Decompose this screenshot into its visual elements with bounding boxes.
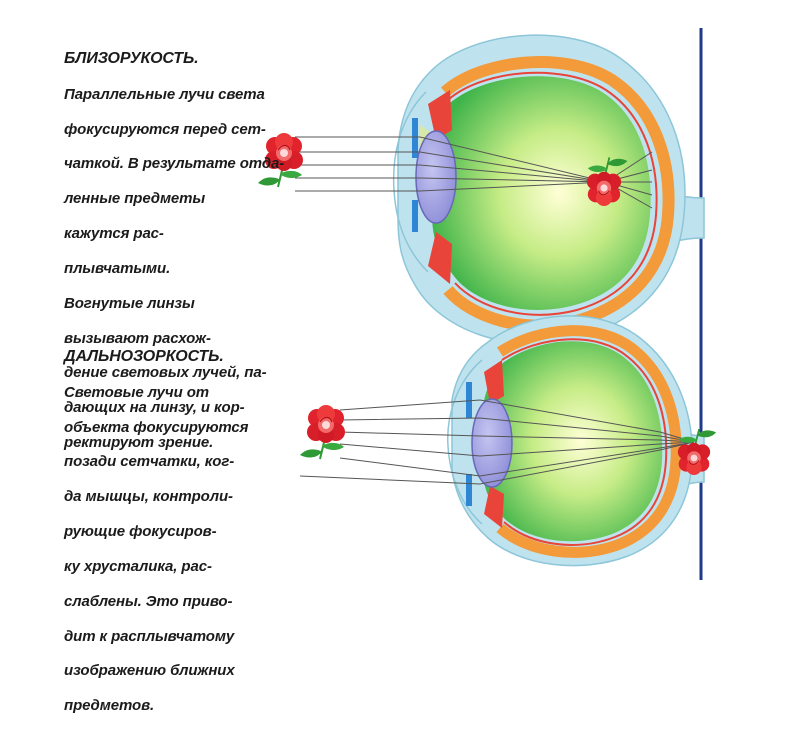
myopia-line: фокусируются перед сет- (64, 120, 266, 138)
eye-diagrams (257, 28, 717, 580)
lens (471, 398, 513, 488)
iris-bottom (466, 474, 472, 506)
hyperopia-line: изображению ближних (64, 662, 235, 680)
hyperopia-line: Световые лучи от (64, 383, 209, 401)
iris-bottom (412, 200, 418, 232)
ciliary-body-bottom (428, 232, 452, 284)
hyperopia-line: дит к расплывчатому (64, 627, 235, 645)
hyperopia-line: рующие фокусиров- (64, 523, 217, 541)
iris-top (466, 382, 472, 418)
ciliary-body-top (484, 360, 504, 404)
myopia-line: плывчатыми. (64, 259, 171, 277)
retina (501, 338, 668, 546)
light-rays-hyperopia (299, 399, 695, 485)
myopia-line: ленные предметы (64, 190, 206, 208)
hyperopia-line: да мышцы, контроли- (64, 488, 233, 506)
myopia-line: Вогнутые линзы (64, 294, 195, 312)
ciliary-body-top (428, 90, 452, 140)
hyperopia-line: позади сетчатки, ког- (64, 453, 235, 471)
myopia-line: вызывают расхож- (64, 329, 211, 347)
myopia-line: дение световых лучей, па- (64, 364, 267, 382)
hyperopia-line: ку хрусталика, рас- (64, 557, 212, 575)
vitreous-body (432, 76, 651, 310)
lens (415, 130, 457, 224)
myopia-description: БЛИЗОРУКОСТЬ. Параллельные лучи света фо… (64, 33, 326, 469)
retina (447, 71, 658, 316)
myopia-line: ректируют зрение. (64, 433, 214, 451)
light-rays-myopia (295, 136, 653, 209)
myopia-line: Параллельные лучи света (64, 85, 265, 103)
vitreous-body (482, 341, 663, 542)
hyperopia-description: ДАЛЬНОЗОРКОСТЬ. Световые лучи от объекта… (64, 331, 326, 732)
hyperopia-line: слаблены. Это приво- (64, 592, 233, 610)
myopia-line: чаткой. В результате отда- (64, 155, 285, 173)
hyperopia-heading: ДАЛЬНОЗОРКОСТЬ. (64, 348, 224, 366)
hyperopia-line: предметов. (64, 697, 155, 715)
myopia-line: кажутся рас- (64, 225, 164, 243)
choroid (496, 325, 682, 558)
iris-top (412, 118, 418, 158)
hyperopia-line: объекта фокусируются (64, 418, 249, 436)
myopia-heading: БЛИЗОРУКОСТЬ. (64, 50, 199, 68)
ciliary-body-bottom (484, 486, 504, 528)
hyperopia-eye (299, 315, 717, 567)
myopia-line: дающих на линзу, и кор- (64, 399, 245, 417)
cornea (392, 91, 429, 273)
